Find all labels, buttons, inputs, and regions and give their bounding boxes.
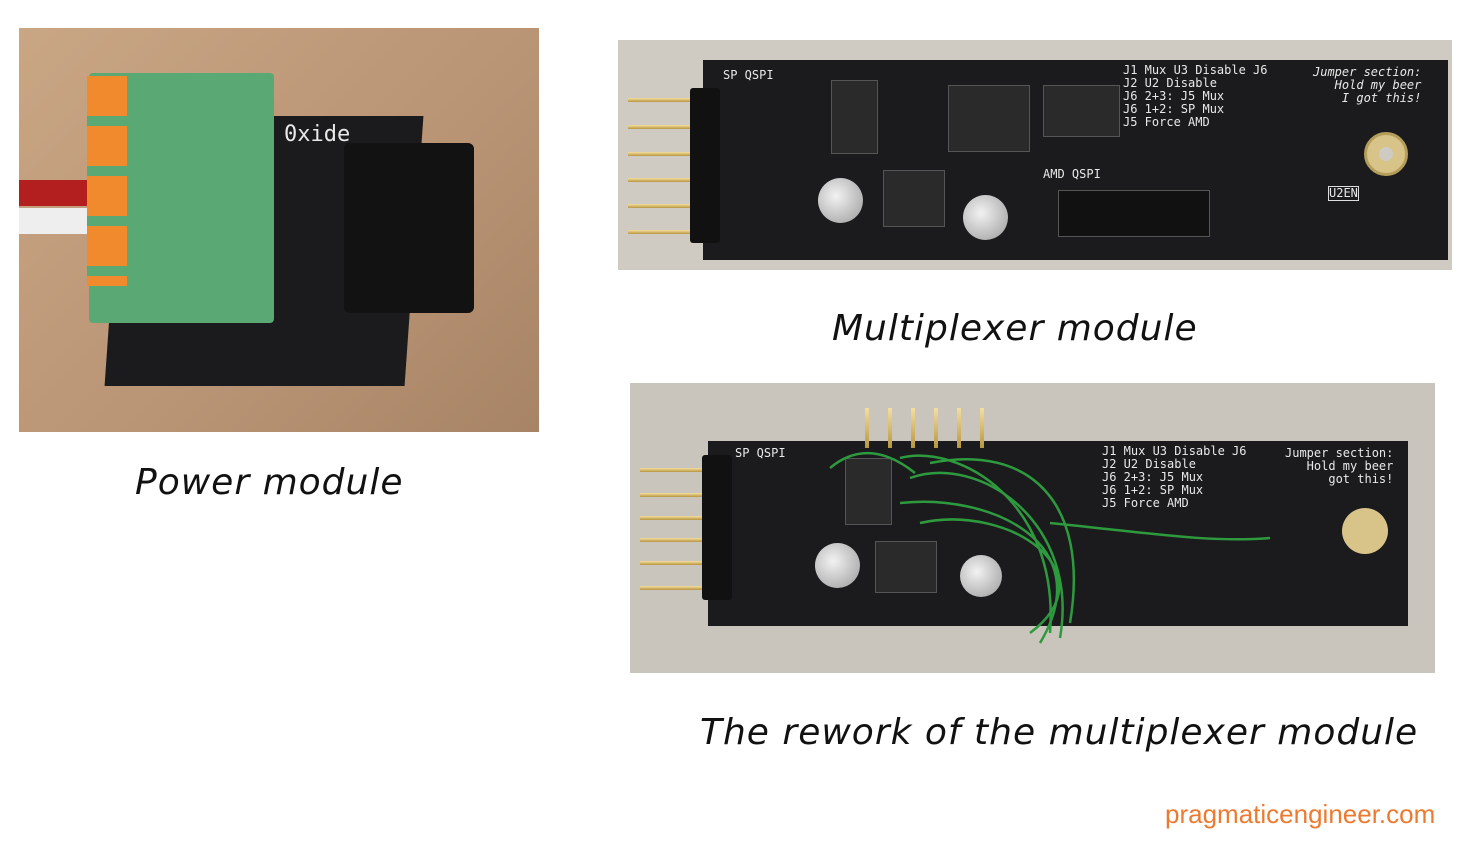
rework-mounting-hole	[1342, 508, 1388, 554]
black-connector	[344, 143, 474, 313]
header-pin	[640, 516, 720, 520]
header-pin	[980, 408, 984, 448]
mux-silk-u2en: U2EN	[1328, 186, 1359, 201]
header-pin	[934, 408, 938, 448]
ic-chip	[1058, 190, 1210, 237]
mux-silk-top: J1 Mux U3 Disable J6 J2 U2 Disable J6 2+…	[1123, 63, 1268, 129]
pin-header	[702, 455, 732, 600]
power-module-photo: 0xide	[19, 28, 539, 432]
header-pin	[628, 230, 718, 234]
ic-chip	[845, 458, 892, 525]
rework-caption: The rework of the multiplexer module	[700, 712, 1419, 753]
ic-chip	[948, 85, 1030, 152]
header-pin	[628, 204, 718, 208]
ic-chip	[1043, 85, 1120, 137]
header-pin	[640, 561, 720, 565]
header-pin	[911, 408, 915, 448]
capacitor	[963, 195, 1008, 240]
ic-chip	[831, 80, 878, 154]
header-pin	[628, 125, 718, 129]
footer-site-link[interactable]: pragmaticengineer.com	[1165, 799, 1436, 829]
header-pin	[628, 152, 718, 156]
header-pin	[640, 468, 720, 472]
rework-silk-top: J1 Mux U3 Disable J6 J2 U2 Disable J6 2+…	[1102, 444, 1247, 510]
multiplexer-module-caption: Multiplexer module	[832, 308, 1198, 349]
header-pin	[640, 586, 720, 590]
rework-silk-left: SP QSPI	[735, 446, 786, 460]
mounting-hole	[1364, 132, 1408, 176]
terminal-levers	[87, 76, 127, 286]
ic-chip	[875, 541, 937, 593]
capacitor	[818, 178, 863, 223]
ic-chip	[883, 170, 945, 227]
header-pin	[640, 538, 720, 542]
multiplexer-module-photo: SP QSPI J1 Mux U3 Disable J6 J2 U2 Disab…	[618, 40, 1452, 270]
mux-silk-right: Jumper section: Hold my beer I got this!	[1313, 65, 1422, 105]
capacitor	[960, 555, 1002, 597]
header-pin	[628, 178, 718, 182]
mux-silk-amd: AMD QSPI	[1043, 167, 1101, 181]
header-pin	[888, 408, 892, 448]
rework-silk-right: Jumper section: Hold my beer got this!	[1285, 446, 1394, 486]
header-pin	[640, 493, 720, 497]
rework-green-wires	[829, 452, 1271, 644]
header-pin	[628, 98, 718, 102]
header-pin	[865, 408, 869, 448]
power-module-caption: Power module	[135, 462, 404, 503]
capacitor	[815, 543, 860, 588]
rework-photo: SP QSPI J1 Mux U3 Disable J6 J2 U2 Disab…	[630, 383, 1435, 673]
header-pin	[957, 408, 961, 448]
power-board-label: 0xide	[284, 122, 351, 147]
mux-header	[690, 88, 720, 243]
mux-silk-left: SP QSPI	[723, 68, 774, 82]
